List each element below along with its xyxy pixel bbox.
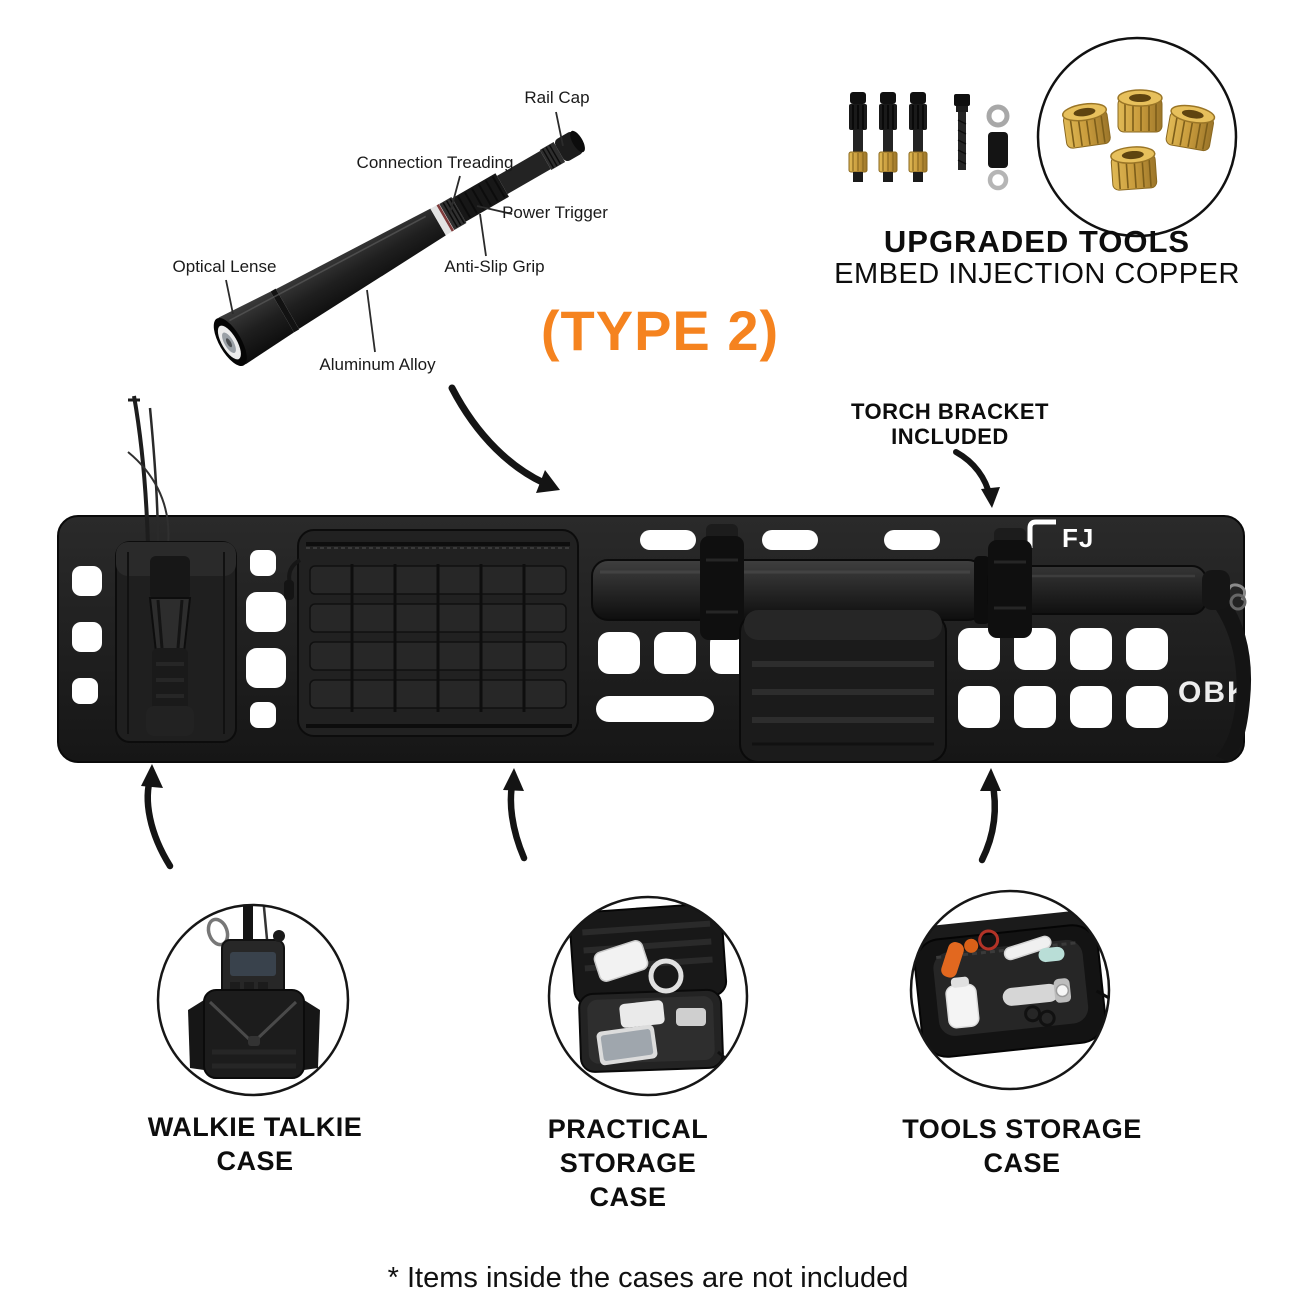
torch-bracket-note-line1: TORCH BRACKET <box>851 399 1049 424</box>
torch-illustration <box>213 130 585 367</box>
arrow-torch-to-panel <box>448 384 560 493</box>
torch-bracket-note-line2: INCLUDED <box>891 424 1009 449</box>
arrow-walkie-case <box>141 764 174 870</box>
upgraded-tools-parts <box>848 92 1010 191</box>
walkie-pouch-mounted <box>115 395 237 743</box>
callout-power-trigger: Power Trigger <box>502 203 608 222</box>
practical-case-label-line1: PRACTICAL STORAGE <box>547 1114 709 1178</box>
arrow-tools-case <box>978 768 1001 864</box>
screw <box>954 94 970 170</box>
tools-case-photo <box>909 889 1111 1091</box>
walkie-case-label-line1: WALKIE TALKIE <box>147 1112 363 1142</box>
mounted-torch <box>591 524 1247 640</box>
practical-case-photo <box>547 895 749 1097</box>
tools-case-label-line1: TOOLS STORAGE <box>902 1114 1142 1144</box>
tools-case-label-line2: CASE <box>983 1148 1061 1178</box>
tools-case-label: TOOLS STORAGE CASE <box>872 1112 1172 1180</box>
fj-logo-cutout: FJ <box>1027 519 1094 553</box>
arrow-bracket-note <box>953 449 1000 508</box>
practical-case-label: PRACTICAL STORAGE CASE <box>478 1112 778 1214</box>
callout-anti-slip-grip: Anti-Slip Grip <box>444 257 545 276</box>
walkie-case-photo <box>156 903 350 1097</box>
walkie-case-label-line2: CASE <box>216 1146 294 1176</box>
copper-inserts-detail <box>1036 36 1238 238</box>
practical-pouch-mounted <box>284 529 579 737</box>
callout-aluminum-alloy: Aluminum Alloy <box>319 355 436 374</box>
panel-logo-text: FJ <box>1062 523 1094 553</box>
footnote: * Items inside the cases are not include… <box>387 1262 909 1294</box>
washers <box>986 104 1010 191</box>
panel-cutouts <box>72 530 1168 728</box>
callout-optical-lense: Optical Lense <box>172 257 277 276</box>
type-label: (TYPE 2) <box>540 299 780 362</box>
torch-bracket-note: TORCH BRACKET INCLUDED <box>830 399 1070 449</box>
tools-case-mounted <box>739 610 947 763</box>
arrow-practical-case <box>503 768 528 862</box>
torch-bracket-straps <box>700 524 1032 640</box>
upgraded-tools-title: UPGRADED TOOLS <box>883 224 1191 259</box>
callout-leader-lines <box>225 111 564 353</box>
callout-connection-treading: Connection Treading <box>356 153 514 172</box>
upgraded-tools-subtitle: EMBED INJECTION COPPER <box>834 258 1240 290</box>
walkie-case-label: WALKIE TALKIE CASE <box>115 1110 395 1178</box>
practical-case-label-line2: CASE <box>589 1182 667 1212</box>
callout-rail-cap: Rail Cap <box>524 88 590 107</box>
